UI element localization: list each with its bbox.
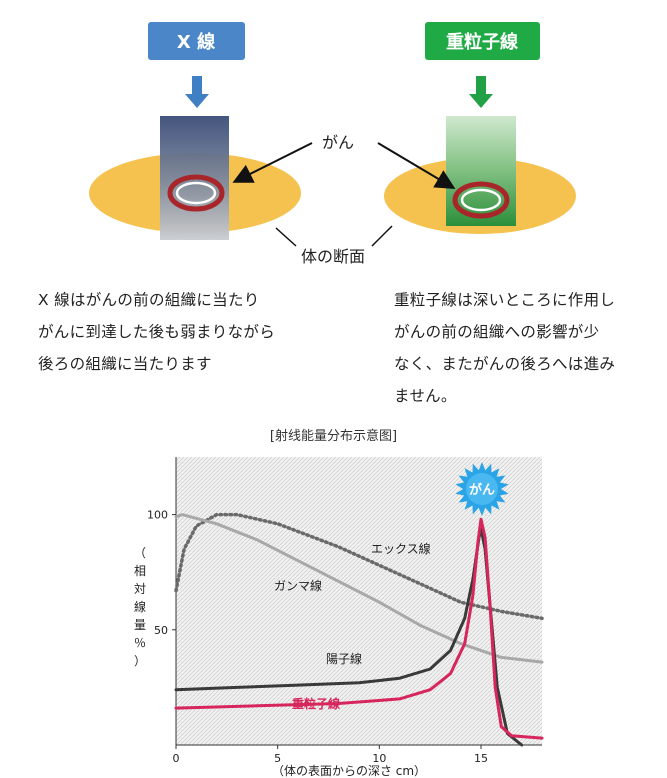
series-label-4: 重粒子線 <box>292 696 340 711</box>
cross-section-leader-left <box>275 227 297 247</box>
y-tick-label: 100 <box>147 509 168 522</box>
chart-caption: [射线能量分布示意图] <box>269 429 398 444</box>
xray-description: X 線はがんの前の組織に当たり がんに到達した後も弱まりながら 後ろの組織に当た… <box>38 291 276 373</box>
cancer-pointer-right <box>377 142 456 190</box>
xray-label-box <box>148 22 245 60</box>
xray-down-arrow-icon <box>185 76 209 108</box>
cancer-pointer-left <box>232 142 313 183</box>
y-axis-label: （相対線量％） <box>134 546 146 668</box>
y-tick-label: 50 <box>154 624 168 637</box>
tumor-left-inner-ring <box>175 181 217 205</box>
series-label-2: ガンマ線 <box>274 578 322 593</box>
x-tick-label: 10 <box>372 752 386 765</box>
tumor-right <box>452 181 510 219</box>
tumor-left <box>167 174 225 212</box>
x-axis-label: （体の表面からの深さ cm） <box>272 764 426 778</box>
cross-section-leader-right <box>371 225 393 247</box>
chart-axes: 0 5 10 15 50 100 （体の表面からの深さ cm） （相対線量％） <box>134 457 542 778</box>
dose-distribution-chart: 0 5 10 15 50 100 （体の表面からの深さ cm） （相対線量％） エックス線ガン… <box>134 457 544 778</box>
heavy-ion-label-box <box>425 22 540 60</box>
series-label-1: エックス線 <box>371 541 431 556</box>
x-tick-label: 5 <box>274 752 281 765</box>
chart-series <box>174 512 544 747</box>
tumor-right-inner-ring <box>460 188 502 212</box>
series-line-4 <box>174 517 544 740</box>
heavy-down-arrow-icon <box>469 76 493 108</box>
heavy-ion-description: 重粒子線は深いところに作用し がんの前の組織への影響が少 なく、またがんの後ろへ… <box>394 291 616 405</box>
series-label-3: 陽子線 <box>326 651 362 666</box>
series-line-2 <box>174 513 544 664</box>
starburst-core <box>466 473 498 505</box>
dose-diagram: X 線 重粒子線 がん 体の断面 <box>89 22 576 266</box>
x-tick-label: 0 <box>173 752 180 765</box>
xray-label: X 線 <box>177 31 215 53</box>
cancer-label: がん <box>322 133 354 152</box>
x-tick-label: 15 <box>474 752 488 765</box>
cancer-badge-label: がん <box>469 482 495 498</box>
cancer-badge: がん <box>455 462 509 516</box>
heavy-ion-label: 重粒子線 <box>446 31 518 53</box>
cross-section-label: 体の断面 <box>301 247 365 266</box>
